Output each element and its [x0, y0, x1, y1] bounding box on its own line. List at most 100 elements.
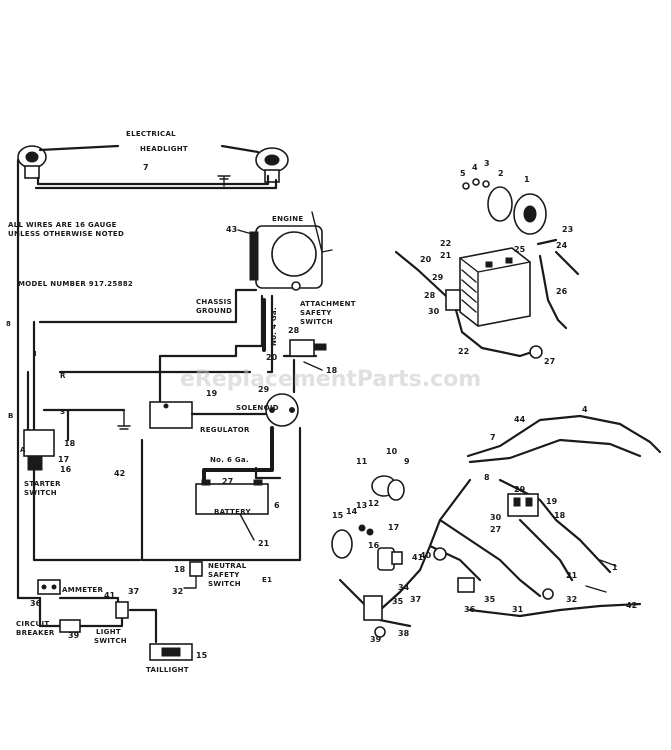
ground-letter-e: E1	[262, 576, 272, 584]
callout-r27: 27	[544, 357, 555, 366]
ammeter	[37, 579, 61, 595]
callout-17: 17	[58, 455, 69, 464]
callout-h1: 1	[612, 563, 618, 572]
chassis-ground-label-2: GROUND	[196, 307, 232, 315]
callout-h21: 21	[566, 571, 578, 580]
light-switch-label-1: LIGHT	[96, 628, 121, 636]
gauge-label-b: No. 6 Ga.	[210, 456, 249, 464]
wire-letter-r: R	[60, 372, 66, 380]
callout-r2: 2	[498, 169, 504, 178]
callout-r25: 25	[514, 245, 526, 254]
starter-switch-label-2: SWITCH	[24, 489, 57, 497]
battery-cable-lower	[202, 426, 274, 482]
callout-h9: 9	[404, 457, 410, 466]
callout-h40: 40	[420, 551, 432, 560]
callout-h19: 19	[546, 497, 558, 506]
callout-r26: 26	[556, 287, 568, 296]
callout-r20: 20	[420, 255, 432, 264]
callout-r30: 30	[428, 307, 440, 316]
neutral-switch-label-1: NEUTRAL	[208, 562, 247, 570]
battery-exploded	[459, 247, 531, 327]
callout-r29: 29	[432, 273, 444, 282]
callout-h39: 39	[370, 635, 382, 644]
callout-r24: 24	[556, 241, 568, 250]
regulator-exploded	[507, 493, 539, 517]
solenoid-label: SOLENOID	[236, 404, 279, 412]
taillight-label: TAILLIGHT	[146, 666, 189, 674]
attachment-safety-switch	[289, 339, 327, 357]
callout-21: 21	[258, 539, 270, 548]
regulator-ground	[117, 409, 131, 430]
solenoid	[265, 393, 299, 427]
callout-r22: 22	[440, 239, 451, 248]
regulator	[149, 401, 193, 429]
callout-h37: 37	[410, 595, 421, 604]
ammeter-label: AMMETER	[62, 586, 103, 594]
callout-41: 41	[104, 591, 116, 600]
callout-h35: 35	[392, 597, 404, 606]
callout-42: 42	[114, 469, 125, 478]
callout-h14: 14	[346, 507, 358, 516]
harness-branches	[585, 559, 617, 593]
watermark: eReplacementParts.com	[180, 367, 481, 392]
circuit-breaker	[59, 619, 81, 633]
callout-h18: 18	[554, 511, 566, 520]
regulator-label: REGULATOR	[200, 426, 250, 434]
callout-h8: 8	[484, 473, 490, 482]
callout-h16: 16	[368, 541, 380, 550]
callout-18b: 18	[64, 439, 76, 448]
circuit-breaker-exploded	[363, 595, 386, 638]
leader-43	[237, 229, 253, 235]
starter-switch-exploded	[331, 524, 374, 559]
light-switch	[115, 601, 129, 619]
attachment-switch-label-1: ATTACHMENT	[300, 300, 356, 308]
callout-20: 20	[266, 353, 278, 362]
starter-switch	[23, 429, 55, 471]
ground-straps	[536, 238, 580, 330]
connector-40	[433, 547, 447, 561]
light-switch-label-2: SWITCH	[94, 637, 127, 645]
callout-h4: 4	[582, 405, 588, 414]
callout-h29: 29	[514, 485, 526, 494]
light-switch-exploded	[377, 547, 403, 571]
callout-h10: 10	[386, 447, 398, 456]
taillight	[149, 643, 193, 661]
headlight-exploded	[462, 178, 547, 235]
battery-clamp	[529, 345, 543, 359]
circuit-breaker-label-2: BREAKER	[16, 629, 55, 637]
callout-29: 29	[258, 385, 270, 394]
ammeter-exploded	[371, 475, 405, 501]
wire-letter-i: I	[34, 350, 37, 358]
solenoid-exploded	[445, 289, 461, 311]
wire-letter-a: A	[20, 446, 26, 454]
callout-r23: 23	[562, 225, 573, 234]
wire-gauge-note-2: UNLESS OTHERWISE NOTED	[8, 230, 124, 238]
starter-switch-label-1: STARTER	[24, 480, 61, 488]
callout-16: 16	[60, 465, 72, 474]
callout-r1: 1	[524, 175, 530, 184]
callout-h7: 7	[490, 433, 496, 442]
wire-42	[140, 426, 302, 562]
battery-label: BATTERY	[214, 508, 252, 516]
neutral-switch-label-3: SWITCH	[208, 580, 241, 588]
callout-h41: 41	[412, 553, 424, 562]
callout-r28: 28	[424, 291, 436, 300]
neutral-switch-label-2: SAFETY	[208, 571, 240, 579]
callout-r5: 5	[460, 169, 466, 178]
callout-18: 18	[326, 366, 338, 375]
connector-31	[542, 588, 554, 600]
model-number: MODEL NUMBER 917.25882	[18, 280, 133, 288]
engine-label: ENGINE	[272, 215, 303, 223]
neutral-safety-switch	[183, 561, 203, 589]
callout-18c: 18	[174, 565, 186, 574]
callout-h30: 30	[490, 513, 502, 522]
gauge-label-a: No. 4 Ga.	[270, 307, 278, 346]
callout-h32: 32	[566, 595, 577, 604]
wire-letter-8: 8	[6, 320, 11, 328]
lower-harness-wires	[38, 596, 158, 644]
callout-r3: 3	[484, 159, 490, 168]
callout-43: 43	[226, 225, 237, 234]
wire-gauge-note-1: ALL WIRES ARE 16 GAUGE	[8, 221, 117, 229]
callout-h11: 11	[356, 457, 368, 466]
